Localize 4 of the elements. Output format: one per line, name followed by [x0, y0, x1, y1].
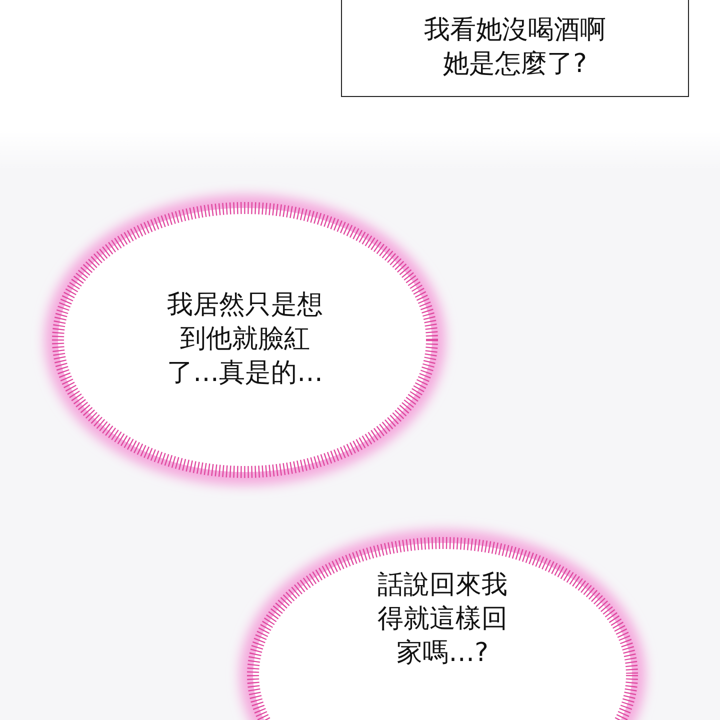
- dialogue-text: 我居然只是想到他就臉紅了…真是的…: [167, 289, 323, 390]
- dialogue-text: 話說回來我得就這樣回家嗎…?: [378, 569, 508, 670]
- narration-box: [341, 0, 689, 97]
- dialogue-text: 我看她沒喝酒啊她是怎麼了?: [424, 14, 606, 80]
